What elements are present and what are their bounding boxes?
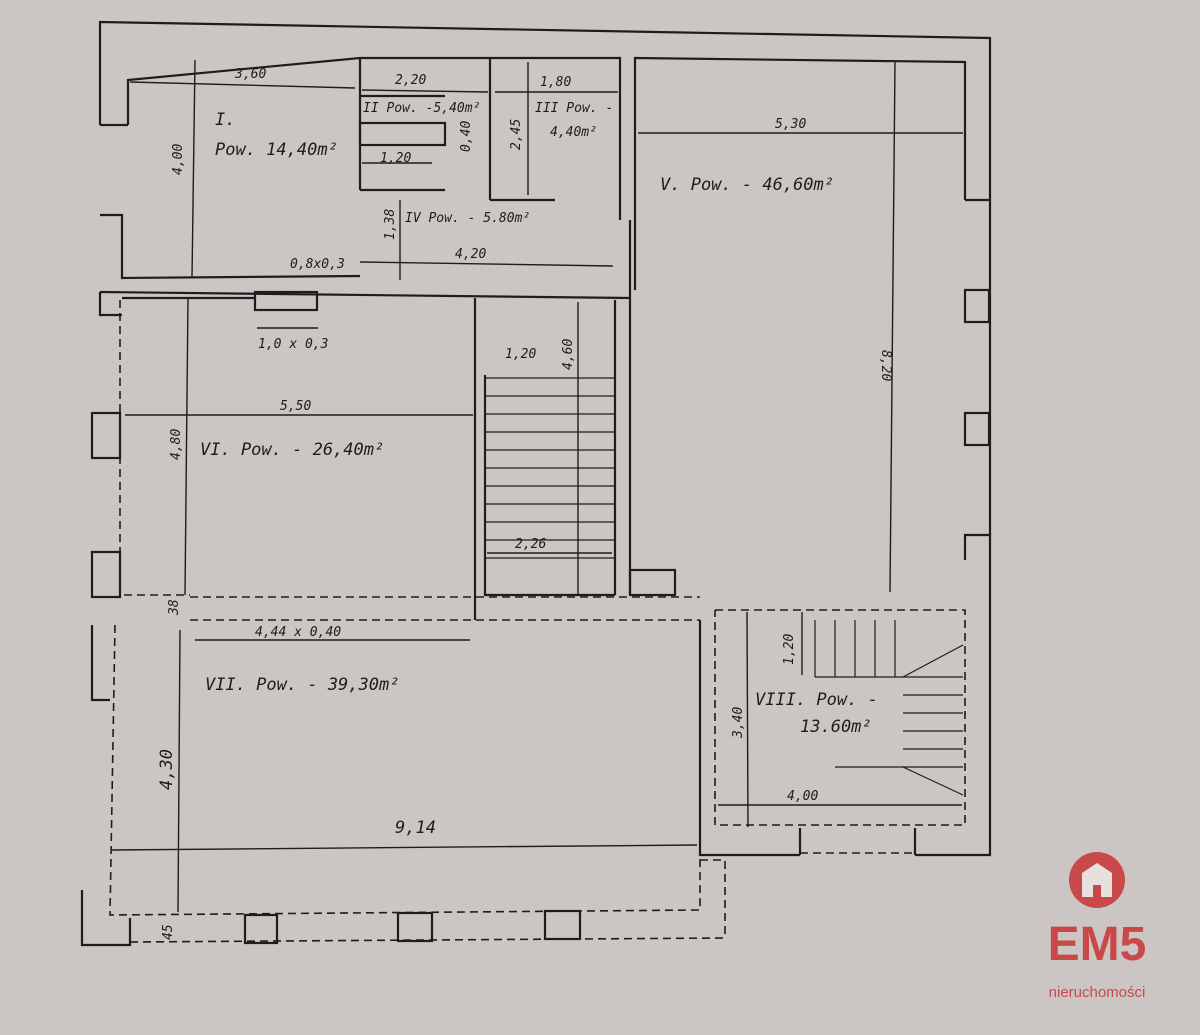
dim-label: 4,44 x 0,40 [255, 625, 341, 640]
dim-label: 9,14 [395, 818, 436, 838]
stair-tread [902, 766, 964, 796]
dimension-labels: 3,60 2,20 1,80 5,30 4,00 2,45 0,40 1,20 … [157, 67, 893, 940]
stair-tread [902, 644, 964, 678]
dim-label: 5,30 [775, 117, 806, 132]
walls [80, 20, 992, 947]
dim-label: 4,00 [171, 144, 186, 175]
dim-label: 3,60 [234, 67, 266, 82]
dim-label: 1,38 [383, 209, 398, 240]
room-VIII-label: VIII. Pow. - [755, 690, 878, 710]
dim-label: 2,45 [509, 119, 524, 150]
room-IV-label: IV Pow. - 5.80m² [405, 211, 530, 226]
room-III-label: III Pow. - [535, 101, 613, 116]
dim-label: 4,60 [561, 339, 576, 370]
dim-label: 1,20 [505, 347, 536, 362]
dim-label: 1,80 [540, 75, 571, 90]
dim-label: 2,20 [395, 73, 426, 88]
dim-label: 0,40 [459, 121, 474, 152]
brand-logo: EM5 nieruchomości [1048, 852, 1147, 1001]
dim-label: 4,80 [169, 429, 184, 460]
room-III-area: 4,40m² [550, 125, 597, 140]
dim-label: 2,26 [515, 537, 546, 552]
dim-label: 1,20 [380, 151, 411, 166]
room-V-label: V. Pow. - 46,60m² [660, 175, 834, 195]
room-I-area: Pow. 14,40m² [215, 140, 338, 160]
dim-label: 4,20 [455, 247, 486, 262]
dim-label: 5,50 [280, 399, 311, 414]
room-II-label: II Pow. -5,40m² [363, 101, 480, 116]
dim-label: 1,20 [782, 634, 797, 665]
room-I-label: I. [215, 110, 235, 130]
house-icon [1082, 863, 1112, 897]
dim-label: 4,00 [787, 789, 818, 804]
stairs [485, 377, 964, 796]
logo-name: EM5 [1048, 918, 1147, 971]
dim-label: 3,40 [731, 707, 746, 739]
logo-tagline: nieruchomości [1049, 984, 1146, 1001]
dimension-lines [111, 59, 963, 913]
room-VI-label: VI. Pow. - 26,40m² [200, 440, 384, 460]
dim-label: 1,0 x 0,3 [258, 337, 328, 352]
dim-label: 0,8x0,3 [290, 257, 345, 272]
room-labels: I. Pow. 14,40m² II Pow. -5,40m² III Pow.… [200, 101, 878, 737]
dim-label: 4,30 [157, 749, 177, 790]
room-VIII-area: 13.60m² [800, 717, 872, 737]
dim-label: 38 [167, 599, 182, 616]
dim-label: 8,20 [878, 350, 893, 381]
room-VII-label: VII. Pow. - 39,30m² [205, 675, 399, 695]
dim-label: 45 [161, 924, 176, 940]
